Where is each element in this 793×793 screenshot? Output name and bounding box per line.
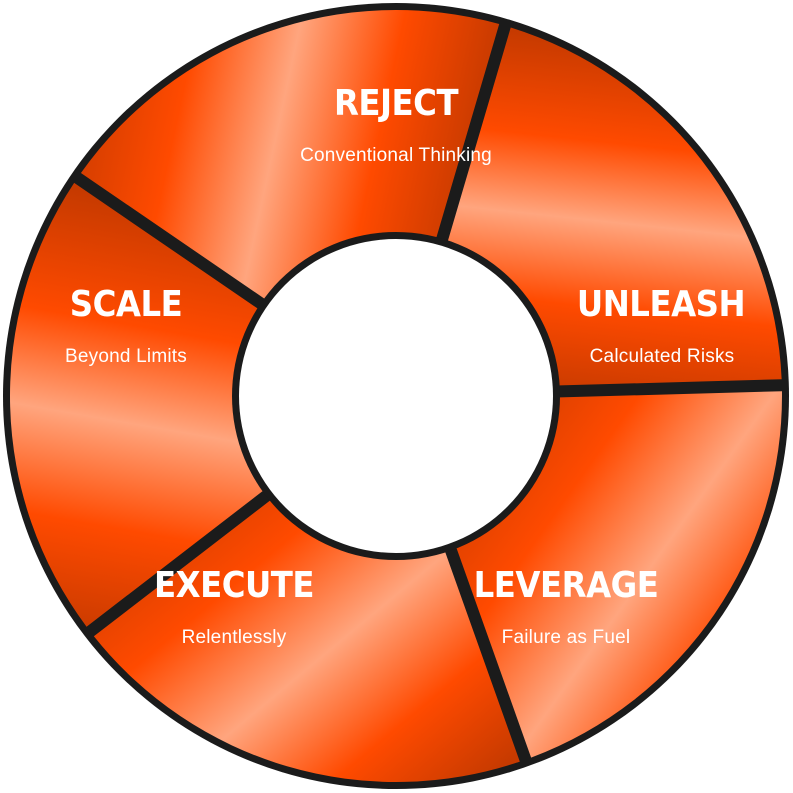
segment-title-execute: EXECUTE <box>154 565 314 606</box>
segment-title-reject: REJECT <box>334 83 459 124</box>
segment-execute[interactable] <box>93 498 520 782</box>
segment-leverage[interactable] <box>455 391 782 758</box>
segment-subtitle-execute: Relentlessly <box>182 627 287 648</box>
segment-title-scale: SCALE <box>70 284 182 325</box>
segment-subtitle-scale: Beyond Limits <box>65 346 187 367</box>
segment-unleash[interactable] <box>446 27 782 386</box>
segment-subtitle-leverage: Failure as Fuel <box>502 627 631 648</box>
segment-title-unleash: UNLEASH <box>577 284 745 325</box>
segment-label-unleash: UNLEASH Calculated Risks <box>577 284 746 367</box>
segment-label-execute: EXECUTE Relentlessly <box>154 565 315 648</box>
segment-label-leverage: LEVERAGE Failure as Fuel <box>474 565 659 648</box>
segment-subtitle-reject: Conventional Thinking <box>300 145 492 166</box>
segment-label-reject: REJECT Conventional Thinking <box>300 83 492 166</box>
segment-scale[interactable] <box>10 182 266 627</box>
segment-title-leverage: LEVERAGE <box>474 565 659 606</box>
segment-subtitle-unleash: Calculated Risks <box>590 346 735 367</box>
segment-label-scale: SCALE Beyond Limits <box>65 284 187 367</box>
center-hole <box>239 239 553 553</box>
segment-reject[interactable] <box>80 10 500 301</box>
